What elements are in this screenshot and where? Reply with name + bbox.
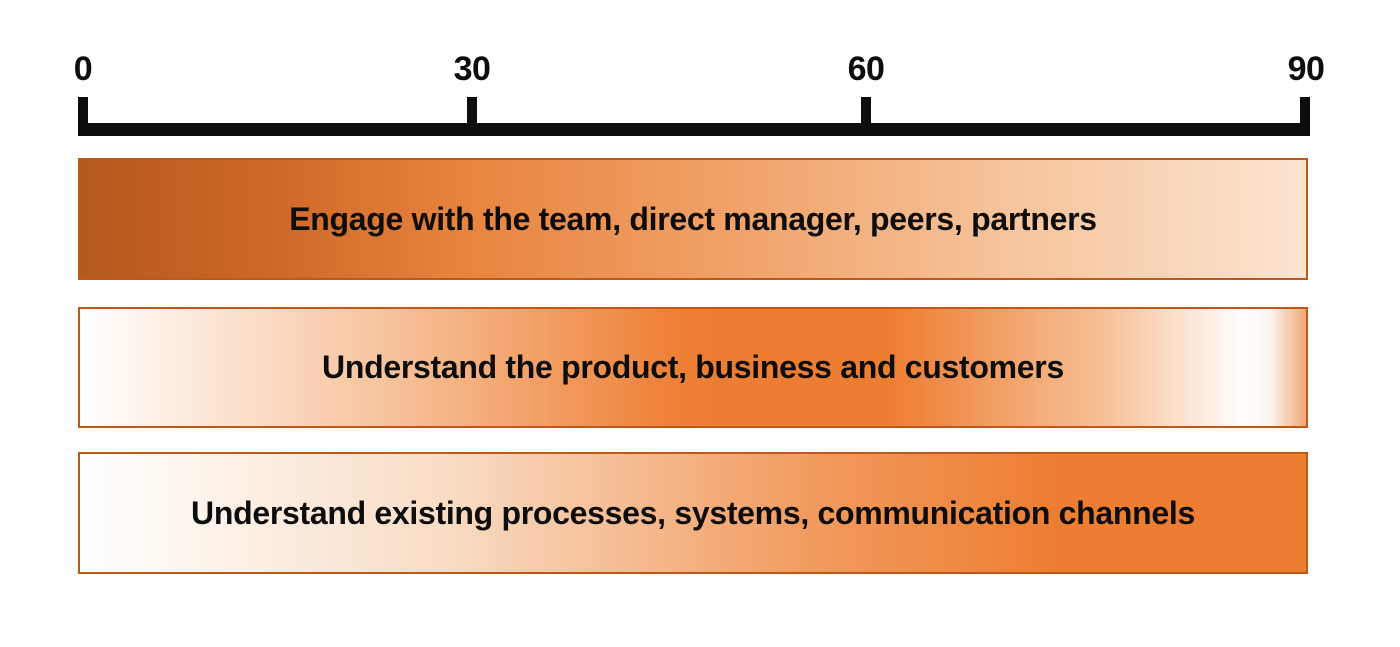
axis-tick-label-90: 90	[1287, 50, 1325, 88]
timeline-axis	[78, 97, 1310, 136]
axis-tick-label-30: 30	[453, 50, 491, 88]
axis-tick-90	[1300, 97, 1310, 136]
bar-understand-processes-label: Understand existing processes, systems, …	[191, 494, 1195, 531]
bar-understand-product-label: Understand the product, business and cus…	[322, 349, 1064, 385]
axis-tick-60	[861, 97, 872, 136]
bar-engage-team-label: Engage with the team, direct manager, pe…	[289, 200, 1097, 237]
bar-engage-team: Engage with the team, direct manager, pe…	[78, 158, 1308, 280]
axis-tick-label-0: 0	[73, 50, 93, 88]
axis-tick-30	[467, 97, 478, 136]
axis-tick-label-60: 60	[847, 50, 885, 88]
bar-understand-product: Understand the product, business and cus…	[78, 307, 1308, 428]
axis-line	[78, 123, 1310, 136]
axis-tick-0	[78, 97, 88, 136]
bar-understand-processes: Understand existing processes, systems, …	[78, 452, 1308, 574]
